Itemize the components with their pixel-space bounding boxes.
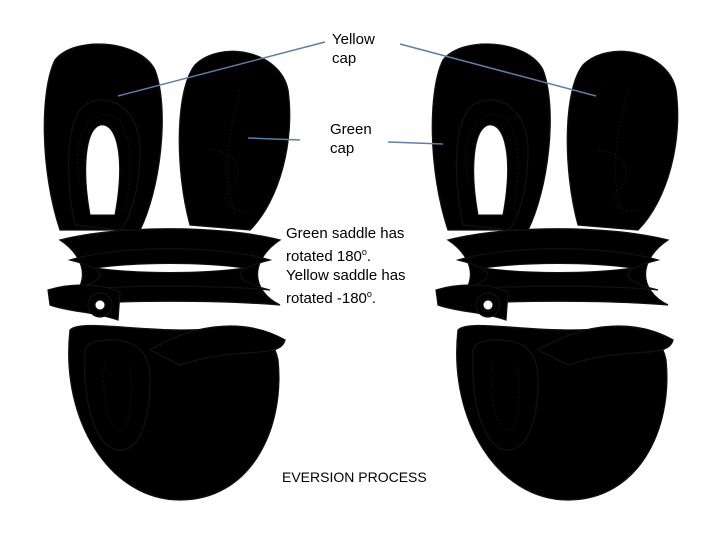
period: .	[371, 290, 377, 307]
yellow-cap-pointer-right	[399, 43, 597, 97]
note-line-4-text: rotated -180	[286, 290, 367, 307]
note-line-1: Green saddle has	[286, 225, 405, 242]
yellow-cap-pointer-left	[117, 41, 326, 97]
period: .	[366, 248, 372, 265]
green-cap-pointer-right	[387, 141, 444, 145]
yellow-cap-label: Yellow cap	[332, 31, 375, 67]
green-cap-label: Green cap	[330, 121, 372, 157]
diagram-title: EVERSION PROCESS	[282, 469, 427, 485]
green-cap-pointer-left	[247, 137, 301, 141]
right-figure-yellow-outside	[431, 43, 679, 501]
degree-sign: o	[361, 247, 367, 257]
note-line-2-text: rotated 180	[286, 248, 362, 265]
degree-sign: o	[366, 289, 372, 299]
note-line-4: rotated -180o.	[286, 285, 426, 308]
note-line-3: Yellow saddle has	[286, 267, 406, 284]
rotation-note: Green saddle has rotated 180o. Yellow sa…	[286, 224, 426, 308]
note-line-2: rotated 180o.	[286, 243, 426, 266]
left-figure-green-outside	[43, 43, 291, 501]
